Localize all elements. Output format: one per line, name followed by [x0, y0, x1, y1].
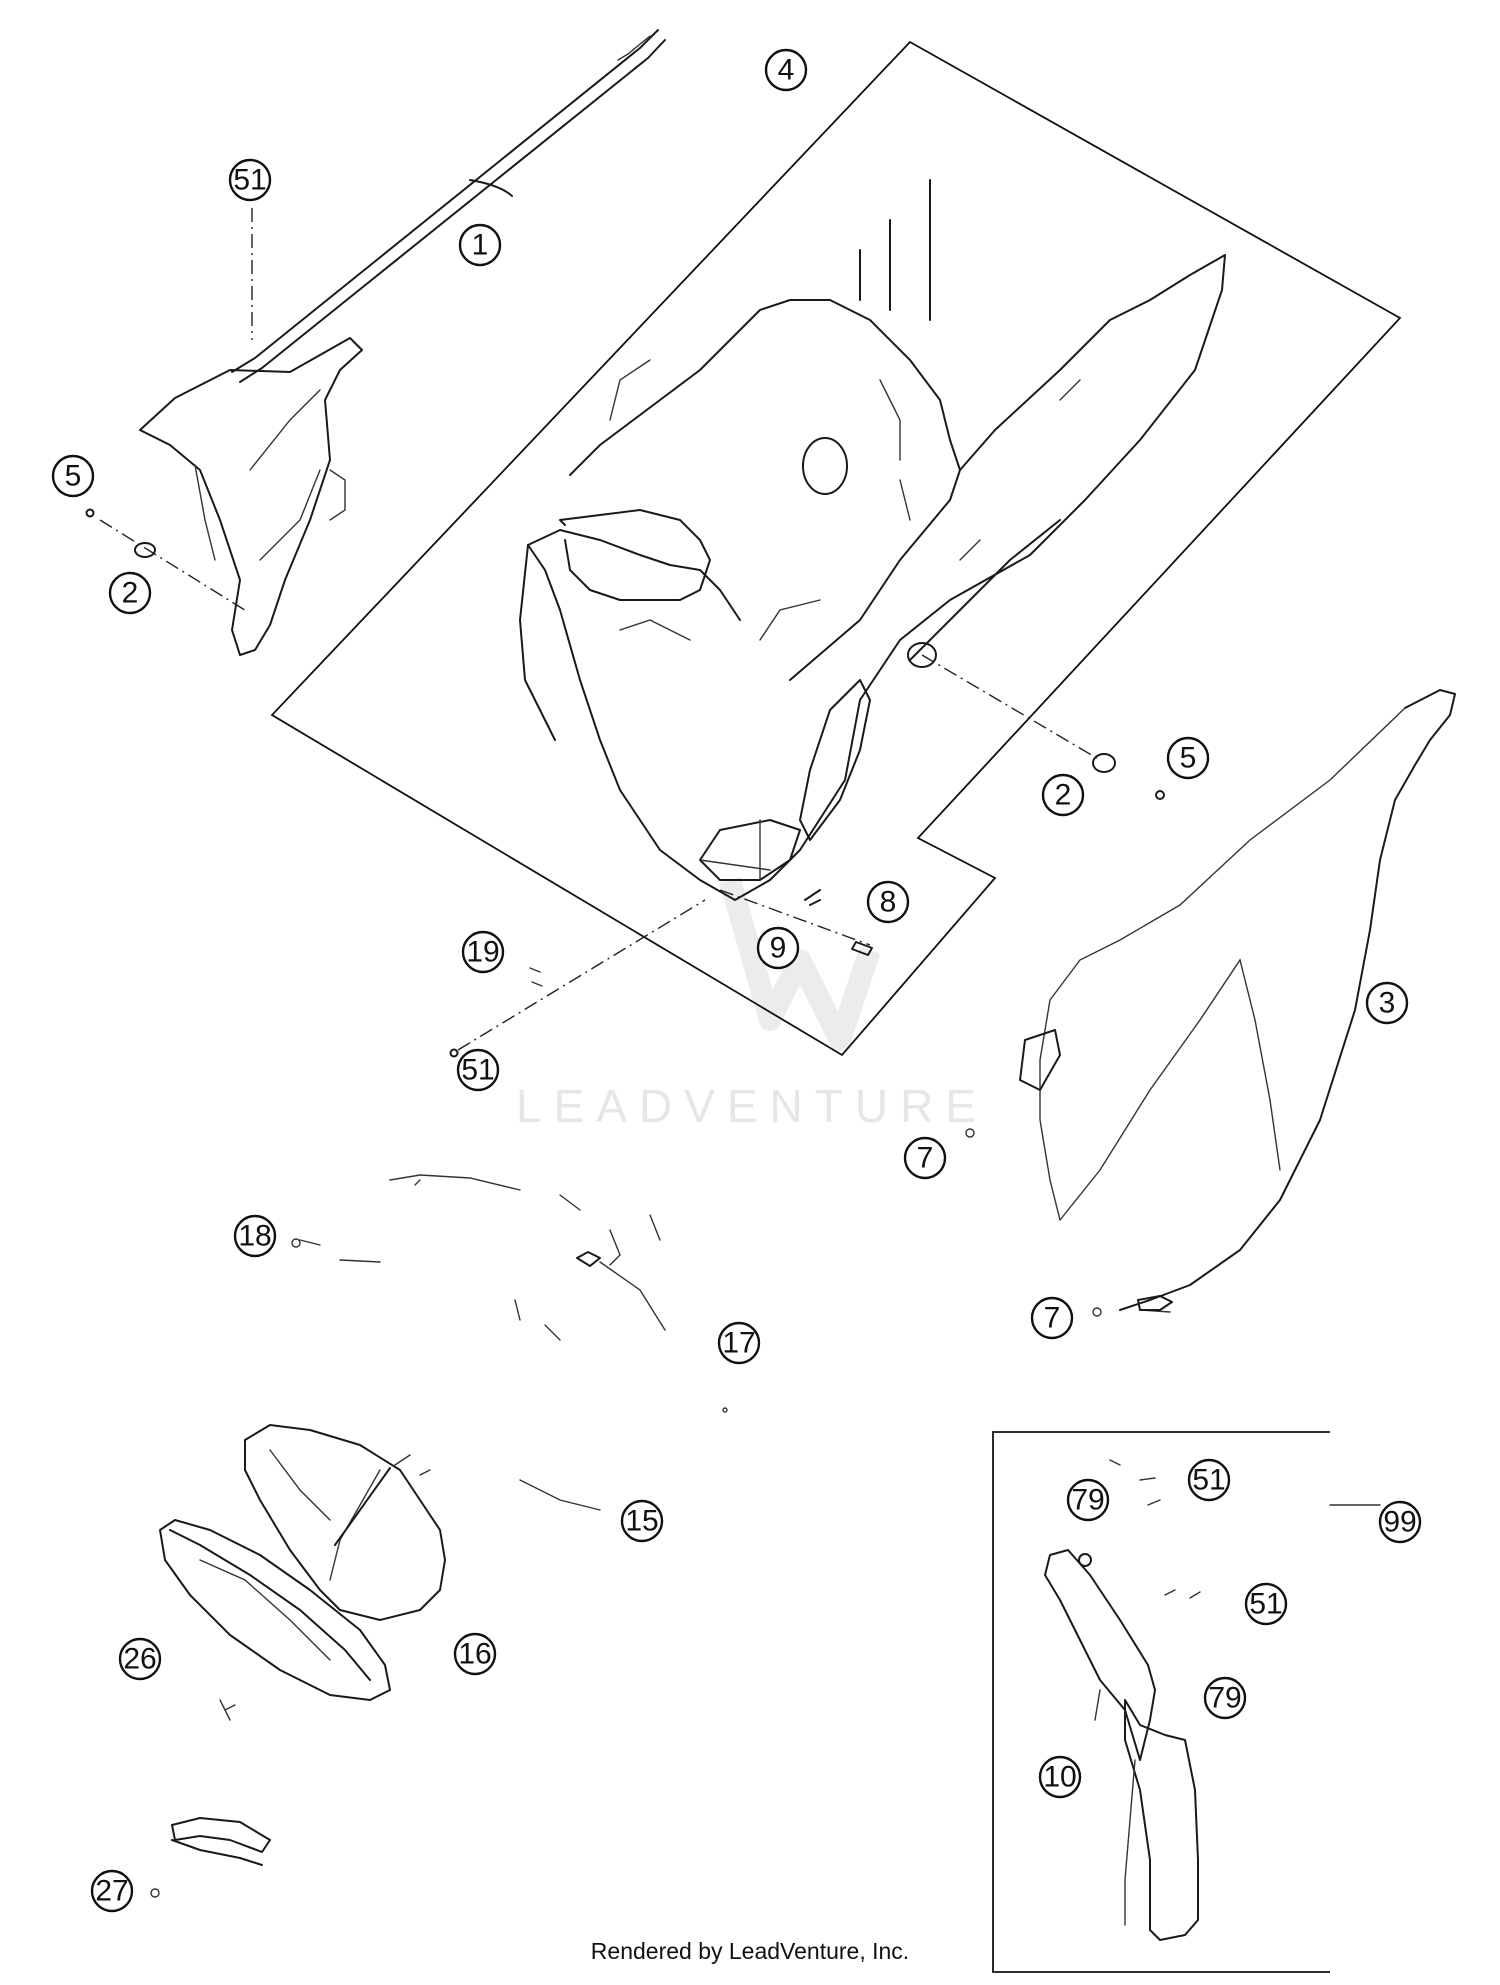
callout-1: 1	[458, 223, 502, 267]
svg-text:7: 7	[917, 1142, 934, 1175]
callout-7-lower: 7	[1030, 1296, 1074, 1340]
svg-text:27: 27	[95, 1875, 128, 1908]
callout-27: 27	[90, 1869, 134, 1913]
svg-text:15: 15	[625, 1505, 658, 1538]
svg-text:17: 17	[722, 1327, 755, 1360]
callout-51-top: 51	[228, 158, 272, 202]
part-side-panel	[965, 689, 1456, 1317]
callout-2-right: 2	[1041, 773, 1085, 817]
svg-text:79: 79	[1208, 1682, 1241, 1715]
callout-8: 8	[866, 880, 910, 924]
part-bolt-washer-left	[85, 508, 249, 613]
callout-15: 15	[620, 1499, 664, 1543]
svg-text:3: 3	[1379, 987, 1396, 1020]
callout-18: 18	[233, 1214, 277, 1258]
svg-text:4: 4	[778, 54, 795, 87]
callout-79-top: 79	[1066, 1478, 1110, 1522]
watermark-text: LEADVENTURE	[516, 1080, 988, 1132]
part-cover-rail	[139, 29, 666, 656]
svg-text:1: 1	[472, 229, 489, 262]
svg-text:18: 18	[238, 1220, 271, 1253]
svg-text:7: 7	[1044, 1302, 1061, 1335]
svg-text:2: 2	[122, 577, 139, 610]
svg-text:9: 9	[770, 932, 787, 965]
callout-10: 10	[1038, 1755, 1082, 1799]
svg-text:99: 99	[1383, 1506, 1416, 1539]
part-airbox	[519, 179, 1226, 901]
callout-16: 16	[453, 1632, 497, 1676]
svg-text:5: 5	[65, 460, 82, 493]
callout-17: 17	[717, 1321, 761, 1365]
callout-51-box-top: 51	[1187, 1458, 1231, 1502]
callout-79-mid: 79	[1203, 1676, 1247, 1720]
svg-text:51: 51	[233, 164, 266, 197]
assembly-frame-4	[270, 40, 1402, 1057]
svg-text:2: 2	[1055, 779, 1072, 812]
svg-text:8: 8	[880, 886, 897, 919]
svg-text:19: 19	[466, 936, 499, 969]
callout-19: 19	[461, 930, 505, 974]
part-filter-cage	[244, 1424, 601, 1621]
callout-99: 99	[1378, 1500, 1422, 1544]
svg-text:10: 10	[1043, 1761, 1076, 1794]
watermark: LEADVENTURE	[516, 876, 988, 1132]
callout-2-left: 2	[108, 571, 152, 615]
callout-3: 3	[1365, 981, 1409, 1025]
svg-text:51: 51	[461, 1054, 494, 1087]
part-fender-17-18	[291, 1174, 728, 1413]
part-air-filter	[159, 1519, 391, 1721]
svg-text:5: 5	[1180, 742, 1197, 775]
callout-7-upper: 7	[903, 1136, 947, 1180]
svg-text:26: 26	[123, 1643, 156, 1676]
callout-51-box-mid: 51	[1244, 1582, 1288, 1626]
part-holder-10	[1044, 1459, 1381, 1941]
part-bolt-washer-right	[1092, 753, 1165, 800]
callout-26: 26	[118, 1637, 162, 1681]
footer-credit: Rendered by LeadVenture, Inc.	[590, 1938, 910, 1964]
part-clamp	[150, 1817, 271, 1898]
svg-text:51: 51	[1192, 1464, 1225, 1497]
part-screws-8-9	[719, 889, 873, 956]
callout-9: 9	[756, 926, 800, 970]
callout-5-left: 5	[51, 454, 95, 498]
svg-text:16: 16	[458, 1638, 491, 1671]
callout-4: 4	[764, 48, 808, 92]
svg-text:51: 51	[1249, 1588, 1282, 1621]
svg-text:79: 79	[1071, 1484, 1104, 1517]
part-fastener-19-51	[449, 899, 706, 1058]
callout-5-right: 5	[1166, 736, 1210, 780]
callout-51-mid: 51	[456, 1048, 500, 1092]
assembly-frame-99	[992, 1431, 1330, 1973]
